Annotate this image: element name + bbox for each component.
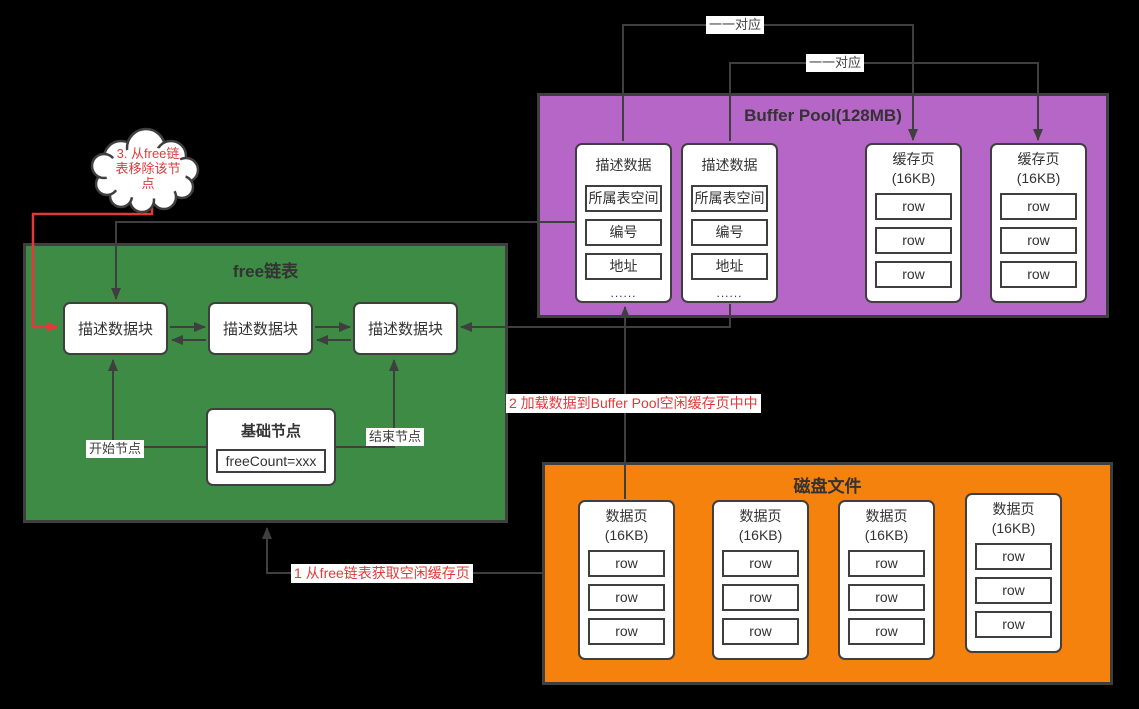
buffer-pool-title: Buffer Pool(128MB)	[744, 106, 902, 125]
data-page-2-size: (16KB)	[738, 527, 783, 543]
row-cell: row	[848, 618, 925, 645]
row-cell: row	[722, 618, 799, 645]
desc-data-block-1-title: 描述数据	[595, 157, 652, 173]
desc-field-address: 地址	[691, 253, 768, 280]
map-label-1: 一一对应	[706, 16, 765, 34]
step3-line-3: 点	[141, 176, 155, 191]
data-page-1: 数据页 (16KB) row row row	[578, 500, 675, 660]
base-node: 基础节点 freeCount=xxx	[206, 408, 336, 486]
desc-ellipsis: ......	[610, 286, 637, 300]
free-list-node-2-label: 描述数据块	[222, 321, 298, 338]
cache-page-1: 缓存页 (16KB) row row row	[865, 143, 962, 303]
step2-label: 2 加载数据到Buffer Pool空闲缓存页中中	[506, 394, 761, 413]
data-page-2: 数据页 (16KB) row row row	[712, 500, 809, 660]
data-page-4: 数据页 (16KB) row row row	[965, 493, 1062, 653]
data-page-3-size: (16KB)	[864, 527, 909, 543]
desc-ellipsis: ......	[716, 286, 743, 300]
row-cell: row	[588, 584, 665, 611]
row-cell: row	[848, 550, 925, 577]
free-list-node-2: 描述数据块	[208, 302, 313, 355]
data-page-3: 数据页 (16KB) row row row	[838, 500, 935, 660]
free-list-node-1: 描述数据块	[63, 302, 168, 355]
desc-field-address: 地址	[585, 253, 662, 280]
step3-line-1: 3. 从free链	[116, 146, 180, 161]
data-page-1-size: (16KB)	[604, 527, 649, 543]
row-cell: row	[588, 618, 665, 645]
row-cell: row	[875, 261, 952, 288]
row-cell: row	[588, 550, 665, 577]
desc-field-tablespace: 所属表空间	[691, 185, 768, 212]
row-cell: row	[975, 577, 1052, 604]
row-cell: row	[1000, 227, 1077, 254]
row-cell: row	[848, 584, 925, 611]
base-node-free-count: freeCount=xxx	[216, 449, 326, 473]
row-cell: row	[975, 543, 1052, 570]
desc-data-block-2: 描述数据 所属表空间 编号 地址 ......	[681, 143, 778, 303]
row-cell: row	[975, 611, 1052, 638]
data-page-2-title: 数据页	[739, 508, 782, 524]
data-page-3-title: 数据页	[865, 508, 908, 524]
free-list-node-1-label: 描述数据块	[77, 321, 153, 338]
cache-page-2-title: 缓存页	[1017, 151, 1060, 167]
desc-field-number: 编号	[585, 219, 662, 246]
step3-cloud-note: 3. 从free链 表移除该节 点	[104, 146, 192, 191]
row-cell: row	[1000, 261, 1077, 288]
free-list-node-3-label: 描述数据块	[367, 321, 443, 338]
row-cell: row	[722, 584, 799, 611]
start-node-label: 开始节点	[86, 440, 145, 458]
cache-page-2-size: (16KB)	[1016, 170, 1061, 186]
row-cell: row	[1000, 193, 1077, 220]
desc-field-tablespace: 所属表空间	[585, 185, 662, 212]
step1-label: 1 从free链表获取空闲缓存页	[291, 564, 473, 583]
cache-page-2: 缓存页 (16KB) row row row	[990, 143, 1087, 303]
row-cell: row	[722, 550, 799, 577]
free-list-node-3: 描述数据块	[353, 302, 458, 355]
map-label-2: 一一对应	[806, 54, 865, 72]
step3-line-2: 表移除该节	[115, 161, 181, 176]
data-page-4-size: (16KB)	[991, 520, 1036, 536]
row-cell: row	[875, 193, 952, 220]
cache-page-1-title: 缓存页	[892, 151, 935, 167]
data-page-1-title: 数据页	[605, 508, 648, 524]
row-cell: row	[875, 227, 952, 254]
desc-data-block-2-title: 描述数据	[701, 157, 758, 173]
end-node-label: 结束节点	[366, 428, 425, 446]
data-page-4-title: 数据页	[992, 501, 1035, 517]
base-node-title: 基础节点	[240, 423, 301, 440]
desc-data-block-1: 描述数据 所属表空间 编号 地址 ......	[575, 143, 672, 303]
disk-file-title: 磁盘文件	[793, 477, 862, 496]
desc-field-number: 编号	[691, 219, 768, 246]
cache-page-1-size: (16KB)	[891, 170, 936, 186]
free-list-title: free链表	[232, 262, 299, 281]
